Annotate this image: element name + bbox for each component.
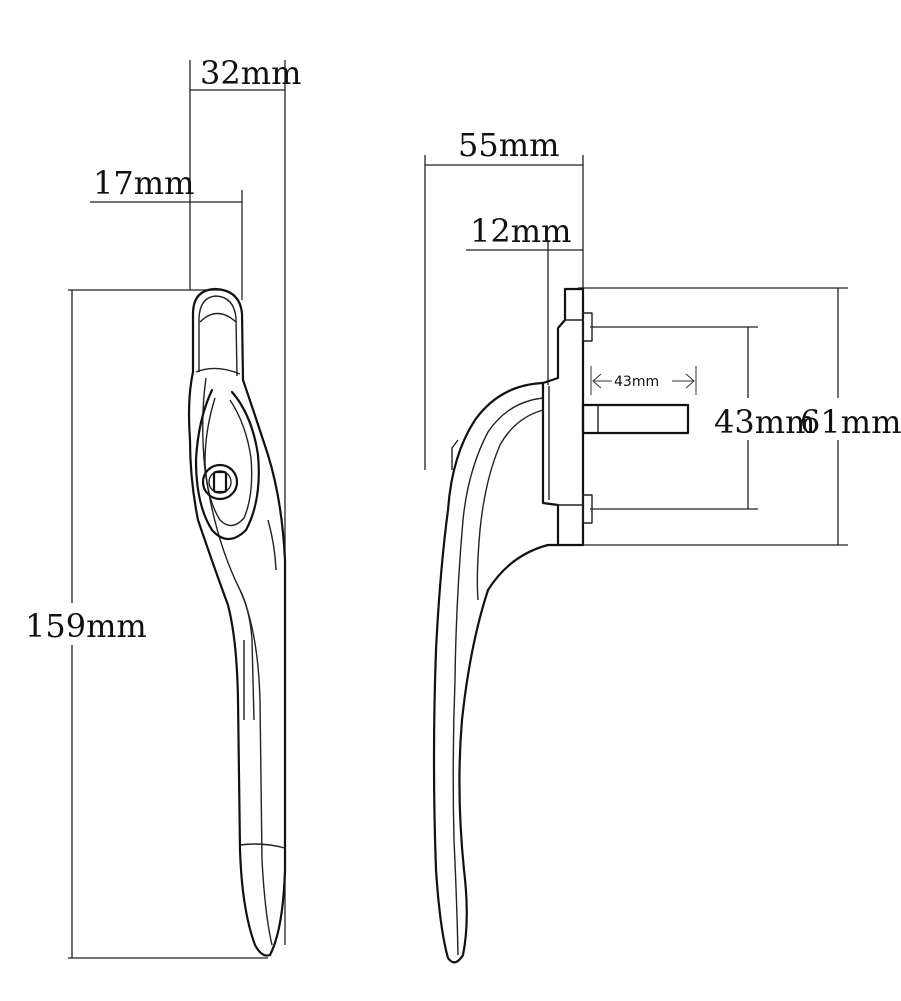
arrow-right-icon [685,373,695,389]
dim-label-43mm-spindle: 43mm [614,374,659,390]
lock-cylinder-ring [208,470,232,494]
screw-post-top [582,312,593,342]
side-view-handle [432,287,690,964]
dim-label-17mm: 17mm [93,164,194,202]
lever-inner-upper [454,397,544,681]
handle-body-outline [187,370,287,957]
side-view-dimensions: 55mm 12mm 61mm 43mm 43mm [424,126,901,546]
dim-label-bg [22,603,122,645]
screw-post-bottom [582,494,593,524]
lever-outline [432,381,560,964]
lever-back-notch [451,439,459,470]
dim-label-bg [797,398,875,440]
dim-label-12mm: 12mm [470,212,571,250]
handle-body-edge [267,519,277,571]
base-plate [541,287,585,547]
dim-label-32mm: 32mm [200,54,301,92]
spindle [581,403,690,435]
dim-label-43mm-span: 43mm [714,403,815,441]
lever-inner-lower [452,679,459,956]
handle-top-cap-inner [198,295,238,377]
handle-top-cap-arc [199,312,237,323]
handle-top-cap [191,287,245,382]
key-slot-icon [212,470,228,494]
lock-housing-inner [204,397,253,527]
lever-inner-ridge [476,409,544,601]
dim-label-bg [712,398,786,440]
handle-top-cap-base [195,367,241,375]
lock-housing [194,388,260,541]
dim-label-159mm: 159mm [25,607,147,645]
dim-label-61mm: 61mm [800,403,901,441]
handle-grip-line [239,843,286,849]
front-view-dimensions: 32mm 17mm 159mm [22,54,301,959]
front-view-handle [187,287,287,957]
lock-cylinder-icon [201,463,239,501]
dim-label-55mm: 55mm [458,126,559,164]
handle-body-groove [239,589,255,721]
